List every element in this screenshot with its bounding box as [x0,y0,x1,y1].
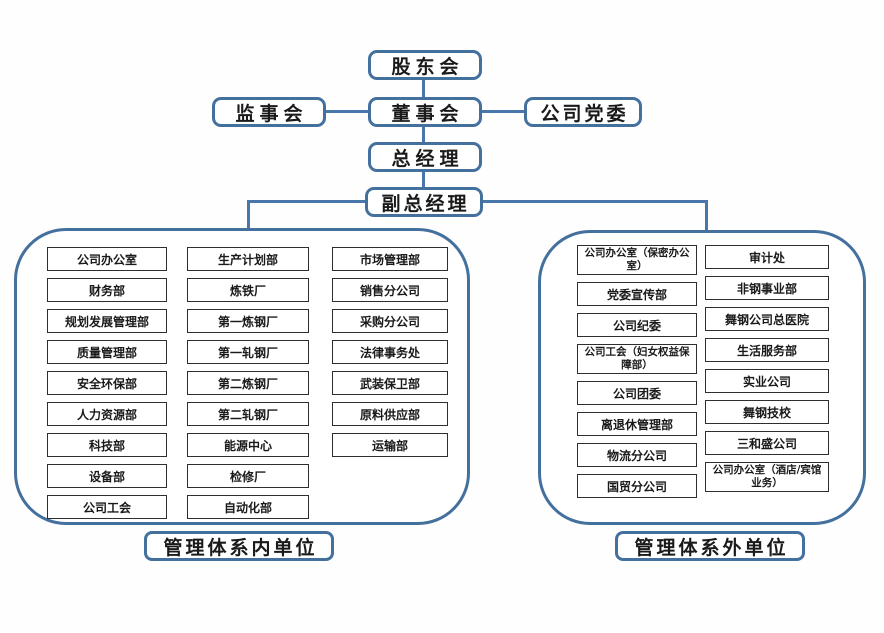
unit-box: 第一炼钢厂 [187,309,309,333]
unit-box: 运输部 [332,433,448,457]
unit-box: 财务部 [47,278,167,302]
unit-box: 离退休管理部 [577,412,697,436]
unit-box: 生活服务部 [705,338,829,362]
external-units-column-1: 公司办公室（保密办公室） 党委宣传部 公司纪委 公司工会（妇女权益保障部） 公司… [577,245,697,498]
external-units-column-2: 审计处 非钢事业部 舞钢公司总医院 生活服务部 实业公司 舞钢技校 三和盛公司 … [705,245,829,492]
unit-box: 科技部 [47,433,167,457]
org-node-party-committee: 公司党委 [524,97,642,127]
unit-box: 公司办公室（酒店/宾馆业务） [705,462,829,492]
internal-units-column-2: 生产计划部 炼铁厂 第一炼钢厂 第一轧钢厂 第二炼钢厂 第二轧钢厂 能源中心 检… [187,247,309,519]
external-units-group: 公司办公室（保密办公室） 党委宣传部 公司纪委 公司工会（妇女权益保障部） 公司… [538,230,866,525]
unit-box: 公司纪委 [577,313,697,337]
unit-box: 采购分公司 [332,309,448,333]
unit-box: 实业公司 [705,369,829,393]
internal-units-label: 管理体系内单位 [144,531,334,561]
unit-box: 物流分公司 [577,443,697,467]
unit-box: 公司工会 [47,495,167,519]
internal-units-column-1: 公司办公室 财务部 规划发展管理部 质量管理部 安全环保部 人力资源部 科技部 … [47,247,167,519]
unit-box: 炼铁厂 [187,278,309,302]
org-node-board: 董事会 [368,97,482,127]
unit-box: 三和盛公司 [705,431,829,455]
unit-box: 检修厂 [187,464,309,488]
unit-box: 舞钢技校 [705,400,829,424]
unit-box: 法律事务处 [332,340,448,364]
connector-dgm-right-drop [705,200,708,233]
internal-units-column-3: 市场管理部 销售分公司 采购分公司 法律事务处 武装保卫部 原料供应部 运输部 [332,247,448,457]
unit-box: 设备部 [47,464,167,488]
unit-box: 人力资源部 [47,402,167,426]
unit-box: 质量管理部 [47,340,167,364]
unit-box: 舞钢公司总医院 [705,307,829,331]
unit-box: 国贸分公司 [577,474,697,498]
connector-dgm-left [247,200,367,203]
unit-box: 公司办公室（保密办公室） [577,245,697,275]
external-units-label: 管理体系外单位 [615,531,805,561]
unit-box: 第一轧钢厂 [187,340,309,364]
unit-box: 第二炼钢厂 [187,371,309,395]
connector-dgm-left-drop [247,200,250,231]
connector-supervisory-board [324,110,370,113]
unit-box: 安全环保部 [47,371,167,395]
connector-board-gm [422,126,425,143]
connector-dgm-right [482,200,708,203]
org-node-general-manager: 总经理 [368,142,482,172]
unit-box: 党委宣传部 [577,282,697,306]
unit-box: 非钢事业部 [705,276,829,300]
org-node-deputy-general-manager: 副总经理 [365,187,483,217]
org-node-shareholders: 股东会 [368,50,482,80]
unit-box: 公司团委 [577,381,697,405]
unit-box: 能源中心 [187,433,309,457]
unit-box: 自动化部 [187,495,309,519]
unit-box: 审计处 [705,245,829,269]
internal-units-group: 公司办公室 财务部 规划发展管理部 质量管理部 安全环保部 人力资源部 科技部 … [14,228,470,525]
connector-board-party [480,110,526,113]
unit-box: 市场管理部 [332,247,448,271]
unit-box: 原料供应部 [332,402,448,426]
org-node-supervisory-board: 监事会 [212,97,326,127]
unit-box: 公司工会（妇女权益保障部） [577,344,697,374]
connector-shareholders-board [422,80,425,98]
unit-box: 规划发展管理部 [47,309,167,333]
connector-gm-dgm [422,171,425,188]
unit-box: 生产计划部 [187,247,309,271]
unit-box: 销售分公司 [332,278,448,302]
unit-box: 武装保卫部 [332,371,448,395]
unit-box: 第二轧钢厂 [187,402,309,426]
unit-box: 公司办公室 [47,247,167,271]
